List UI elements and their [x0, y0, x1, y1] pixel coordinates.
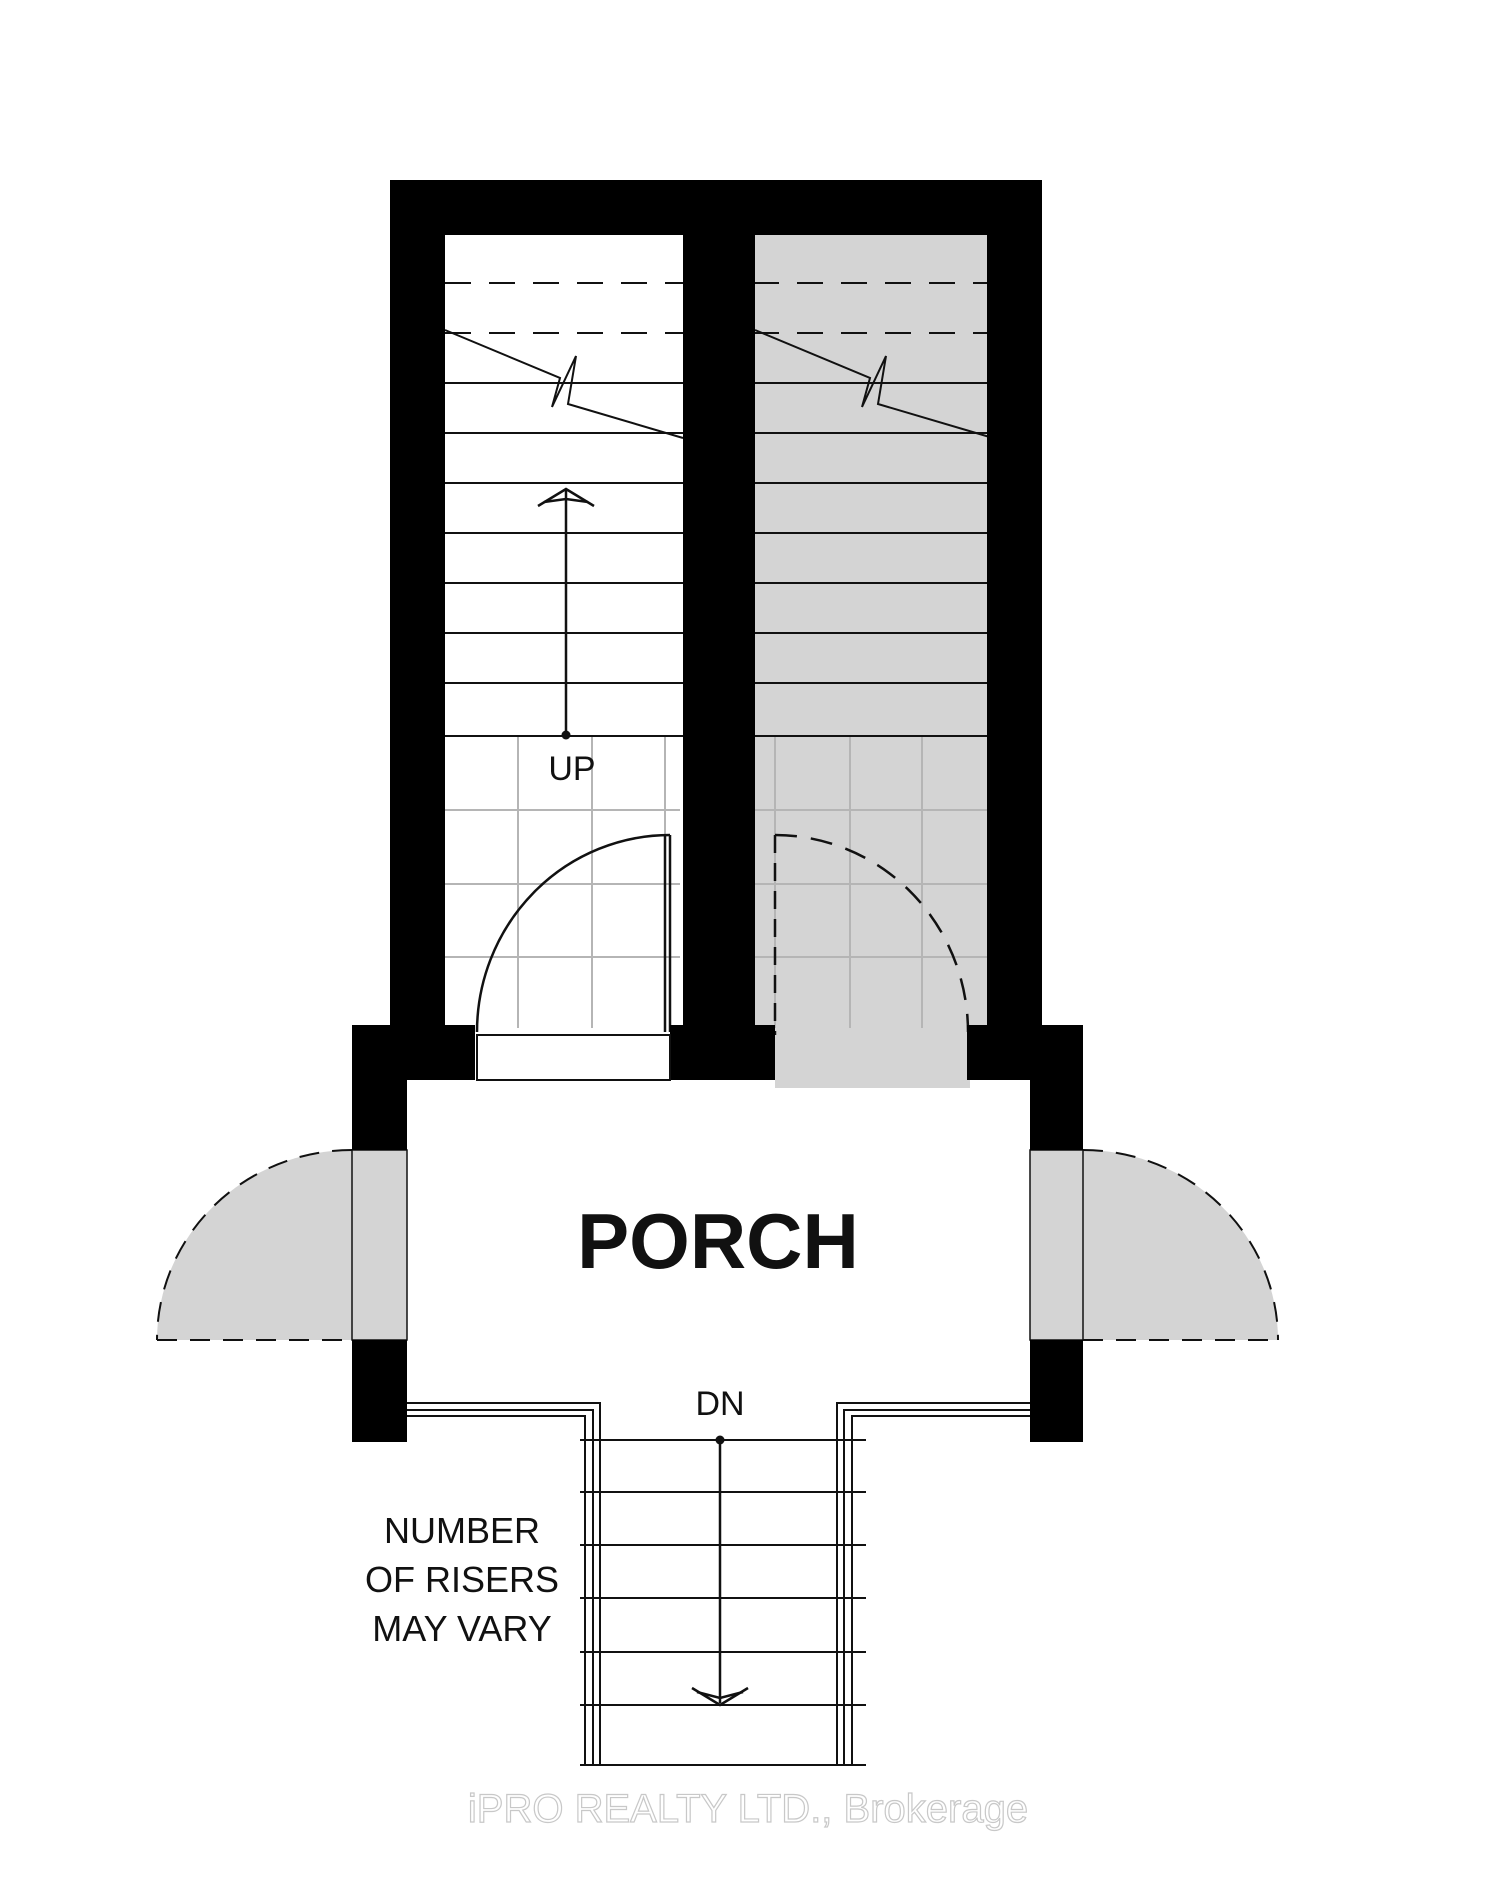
up-arrow	[537, 487, 595, 735]
up-label: UP	[548, 750, 595, 788]
side-door-swings	[156, 1149, 1279, 1341]
walls	[352, 180, 1083, 1442]
down-arrow-dot	[715, 1435, 725, 1445]
stair-break-lines	[444, 329, 994, 439]
door-openings	[476, 1034, 671, 1081]
left-tile-grid	[445, 737, 680, 1028]
left-unit-door	[475, 833, 672, 1033]
up-arrow-dot	[561, 730, 571, 740]
porch-railing	[407, 1402, 1030, 1766]
risers-note-line-1: NUMBER	[384, 1510, 540, 1551]
exterior-stair-treads	[580, 1439, 866, 1706]
porch-label: PORCH	[577, 1197, 859, 1285]
down-arrow	[691, 1440, 749, 1707]
risers-note-line-2: OF RISERS	[365, 1559, 559, 1600]
right-unit-door	[773, 833, 970, 1035]
down-label: DN	[695, 1385, 744, 1423]
risers-note: NUMBER OF RISERS MAY VARY	[365, 1510, 559, 1649]
risers-note-line-3: MAY VARY	[372, 1608, 551, 1649]
brokerage-watermark: iPRO REALTY LTD., Brokerage	[468, 1787, 1028, 1831]
left-stair-treads	[445, 382, 683, 737]
neighbour-unit-shade	[157, 235, 1278, 1341]
